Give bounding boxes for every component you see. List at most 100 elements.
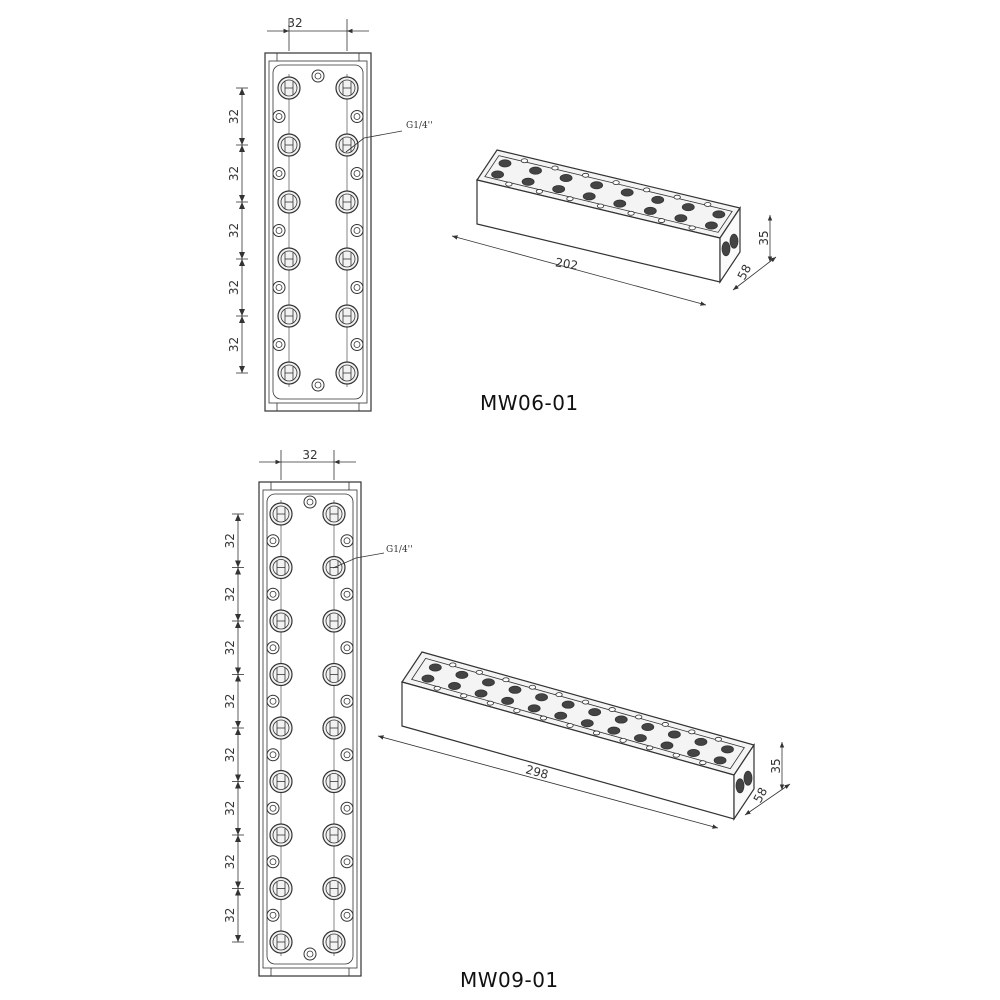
- mw09-screw-hole: [340, 587, 354, 601]
- mw09-screw-hole: [266, 908, 280, 922]
- mw09-pitch-arrow: [235, 835, 241, 842]
- mw06-screw-hole-inner: [353, 113, 361, 120]
- mw09-iso-port: [508, 685, 522, 694]
- mw09-iso-screw-hole: [566, 723, 574, 728]
- mw09-iso-screw-hole: [581, 699, 590, 705]
- mw06-screw-hole-inner: [353, 170, 361, 177]
- mw09-pitch-label: 32: [223, 694, 237, 709]
- mw09-iso-port: [634, 734, 647, 743]
- mw06-iso-port: [582, 192, 596, 201]
- mw09-pitch-arrow: [235, 560, 241, 568]
- mw06-screw-hole: [272, 167, 286, 180]
- mw06-iso-screw-hole: [612, 180, 620, 186]
- mw09-pitch-label: 32: [223, 854, 237, 869]
- mw09-screw-hole-inner: [343, 858, 351, 866]
- mw09-screw-hole-inner: [269, 858, 277, 866]
- mw09-pitch-arrow: [235, 781, 241, 789]
- mw09-pitch-label: 32: [223, 640, 237, 655]
- mw09-screw-hole: [266, 587, 280, 601]
- mw09-iso-screw-hole: [592, 730, 601, 736]
- mw09-screw-hole-inner: [269, 751, 277, 759]
- mw09-screw-hole-inner: [269, 697, 277, 705]
- mw09-length-dimension: 298: [524, 762, 550, 781]
- mw06-screw-hole: [272, 281, 286, 294]
- mw09-port-thread: [272, 933, 290, 951]
- mw06-port-thread: [338, 193, 356, 211]
- mw09-iso-end-face: [733, 743, 755, 821]
- mw06-screw-hole-inner: [275, 113, 283, 120]
- mw09-iso-port: [501, 696, 515, 705]
- mw09-callout-leader: [332, 552, 385, 569]
- mw09-screw-hole-inner: [269, 911, 277, 919]
- mw06-iso-port: [674, 214, 688, 223]
- mw06-mount-hole: [311, 69, 325, 83]
- mw06-iso-depth-dim: [732, 256, 777, 291]
- mw09-iso-screw-hole: [539, 715, 548, 721]
- mw06-port-thread: [280, 307, 298, 325]
- mw09-screw-hole-inner: [343, 751, 351, 759]
- mw06-recess-outline: [272, 64, 364, 400]
- mw09-port-thread: [272, 505, 290, 523]
- mw06-pitch-arrow: [239, 88, 245, 95]
- mw09-iso-end-port: [735, 778, 745, 794]
- mw09-pitch-arrow: [235, 674, 241, 682]
- mw06-pitch-label: 32: [227, 337, 241, 352]
- mw09-iso-screw-hole: [502, 677, 510, 683]
- mw09-isometric-view: 298 35 58: [377, 651, 791, 829]
- mw09-screw-hole: [340, 855, 354, 869]
- mw09-pitch-label: 32: [223, 801, 237, 816]
- mw06-pitch-arrow: [239, 252, 245, 259]
- mw06-screw-hole-inner: [275, 227, 283, 234]
- mw09-iso-screw-hole: [433, 685, 441, 691]
- mw06-iso-end-port: [729, 233, 739, 249]
- mw09-iso-port: [421, 674, 435, 683]
- mw06-screw-hole-inner: [275, 170, 283, 177]
- mw06-iso-port: [521, 177, 535, 186]
- mw09-iso-port: [607, 726, 621, 735]
- mw06-pitch-label: 32: [227, 280, 241, 295]
- mw06-iso-port: [705, 221, 718, 230]
- mw09-iso-port: [660, 741, 674, 750]
- mw06-screw-hole: [350, 338, 364, 351]
- mw06-iso-screw-hole: [520, 158, 529, 164]
- mw09-mount-hole: [303, 947, 317, 961]
- mw06-iso-screw-hole: [673, 194, 681, 200]
- mw09-iso-port: [641, 723, 655, 732]
- mw06-pitch-arrow: [239, 366, 245, 373]
- mw06-plate-outline: [268, 60, 368, 404]
- mw06-pitch-arrow: [239, 138, 245, 145]
- mw06-block-outline: [264, 52, 372, 412]
- mw09-port-thread: [272, 826, 290, 844]
- mw09-iso-screw-hole: [513, 708, 521, 714]
- mw06-iso-screw-hole: [535, 189, 544, 194]
- mw09-screw-hole-inner: [269, 644, 277, 652]
- mw09-screw-hole: [340, 534, 354, 548]
- mw06-iso-screw-hole: [596, 203, 605, 209]
- mw06-port-thread: [338, 250, 356, 268]
- mw06-pitch-dimensions: 32 32 32 32 32: [227, 109, 241, 352]
- mw06-iso-screw-hole: [551, 165, 559, 171]
- mw06-iso-end-face: [719, 206, 741, 284]
- mw09-iso-length-dim: [377, 735, 719, 829]
- mw06-iso-port: [651, 195, 665, 204]
- mw09-screw-hole: [266, 748, 280, 762]
- mw09-recess-outline: [266, 493, 354, 965]
- mw06-pitch-label: 32: [227, 223, 241, 238]
- mw09-port-thread: [325, 666, 343, 683]
- mw06-pitch-arrow: [239, 259, 245, 266]
- mw09-block-outline: [258, 481, 362, 977]
- mw09-iso-depth-dim: [744, 783, 791, 816]
- mw09-port-thread: [325, 773, 343, 790]
- mw09-port-thread: [272, 666, 290, 683]
- mw09-screw-hole-inner: [343, 911, 351, 919]
- mw06-thread-callout: G1/4'': [406, 121, 433, 131]
- mw09-screw-hole-inner: [343, 697, 351, 705]
- mw06-iso-plate-outline: [484, 155, 733, 233]
- mw06-pitch-arrow: [239, 195, 245, 202]
- mw09-pitch-arrow: [235, 881, 241, 889]
- mw09-iso-end-port: [743, 770, 753, 786]
- mw06-screw-hole: [350, 110, 364, 123]
- mw06-iso-end-port: [721, 241, 731, 257]
- mw06-screw-hole: [272, 338, 286, 351]
- mw09-pitch-arrow: [235, 935, 241, 942]
